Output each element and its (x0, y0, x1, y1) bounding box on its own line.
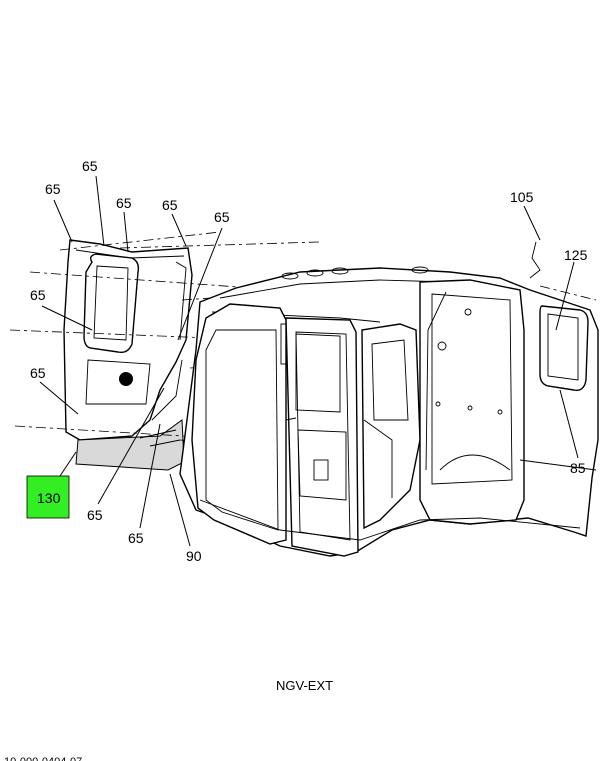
callout-125: 125 (564, 247, 588, 263)
callout-130-hotspot[interactable]: 130 (26, 475, 70, 519)
callout-130-box[interactable] (26, 475, 70, 519)
callout-65: 65 (87, 507, 103, 523)
callout-labels: 65 65 65 65 65 65 65 65 65 90 105 125 85 (30, 158, 588, 564)
callout-65: 65 (116, 195, 132, 211)
diagram-caption: NGV-EXT (276, 678, 333, 693)
callout-65: 65 (82, 158, 98, 174)
callout-65: 65 (30, 365, 46, 381)
callout-65: 65 (30, 287, 46, 303)
callout-65: 65 (45, 181, 61, 197)
callout-65: 65 (162, 197, 178, 213)
bracket-105 (529, 241, 541, 279)
leader-lines (39, 175, 579, 547)
callout-105: 105 (510, 189, 534, 205)
callout-85: 85 (570, 460, 586, 476)
callout-90: 90 (186, 548, 202, 564)
callout-65: 65 (214, 209, 230, 225)
document-number: 10-000-0404-07 (4, 756, 82, 761)
cab-body (179, 266, 599, 557)
callout-65: 65 (128, 530, 144, 546)
rear-trim-panel (63, 239, 193, 441)
